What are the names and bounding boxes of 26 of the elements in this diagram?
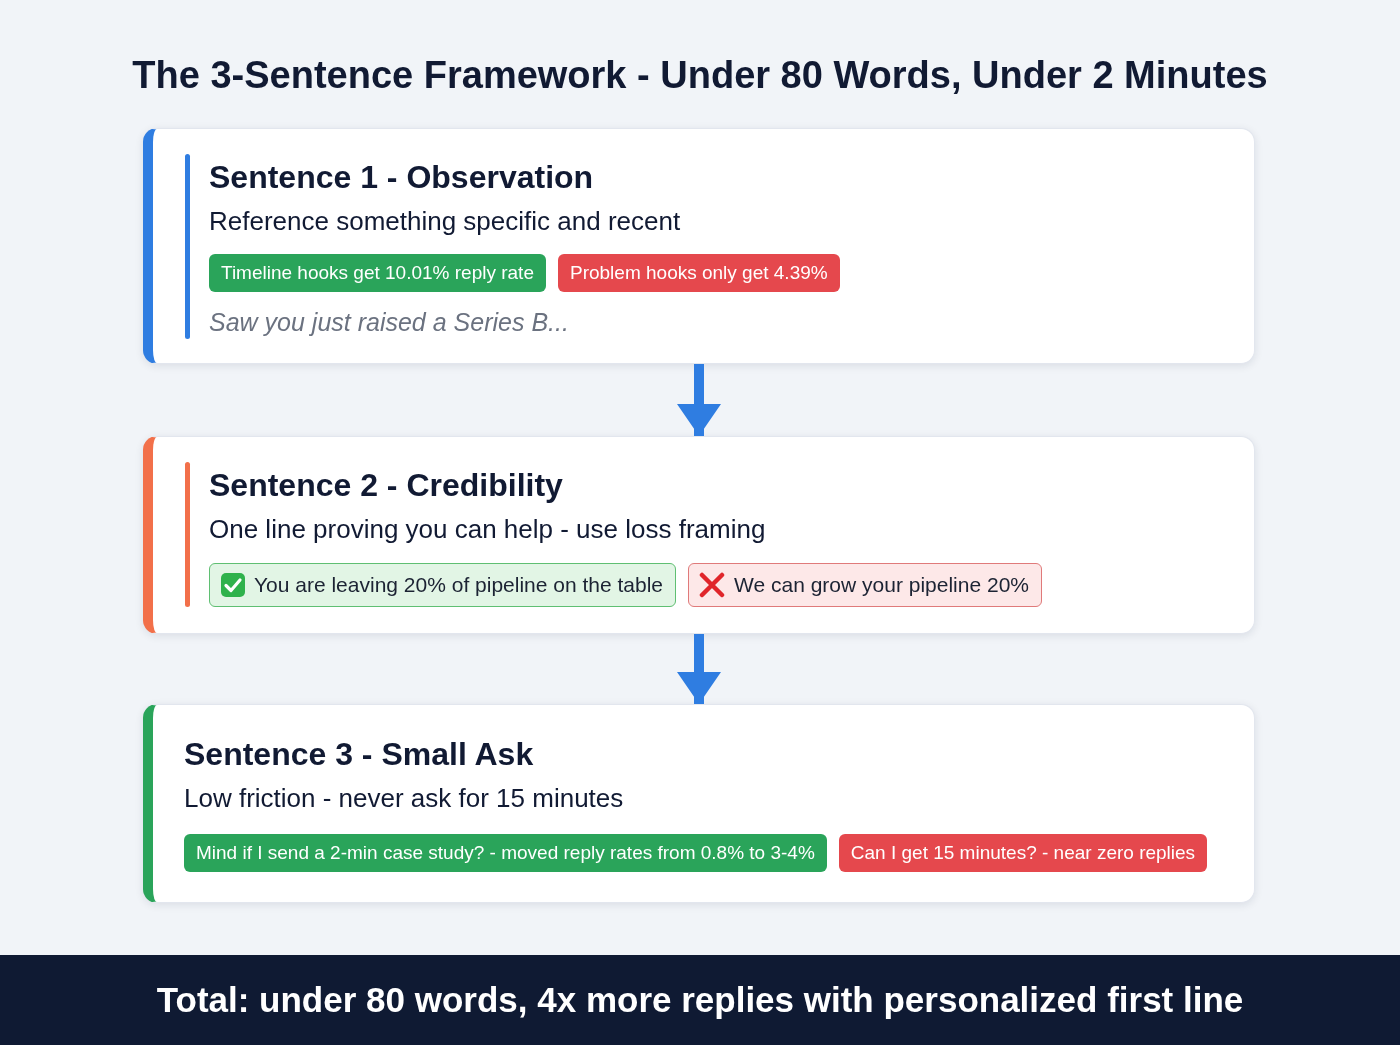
- tag-text: Can I get 15 minutes? - near zero replies: [850, 842, 1196, 864]
- bad-example-tag: [557, 254, 840, 292]
- diagram-title: The 3-Sentence Framework - Under 80 Words, Under 2 Minutes: [131, 53, 1269, 98]
- flow-arrow: [677, 364, 721, 436]
- step-card: [143, 128, 1255, 364]
- example-text: Saw you just raised a Series B...: [209, 307, 570, 338]
- step-heading: Sentence 2 - Credibility: [209, 466, 564, 505]
- step-heading: Sentence 3 - Small Ask: [184, 735, 535, 774]
- bad-example-tag: [688, 563, 1042, 607]
- step-description: Reference something specific and recent: [209, 205, 682, 238]
- tag-text: We can grow your pipeline 20%: [734, 573, 1029, 597]
- step-card: [143, 436, 1255, 634]
- step-description: One line proving you can help - use loss framing: [209, 513, 767, 546]
- good-example-tag: [209, 563, 677, 607]
- good-example-tag: [184, 834, 827, 872]
- good-example-tag: [209, 254, 546, 292]
- step-heading: Sentence 1 - Observation: [209, 158, 595, 197]
- bad-example-tag: [838, 834, 1208, 872]
- step-description: Low friction - never ask for 15 minutes: [184, 782, 625, 815]
- step-card: [143, 704, 1255, 903]
- tag-text: Timeline hooks get 10.01% reply rate: [221, 262, 534, 284]
- summary-text: Total: under 80 words, 4x more replies with personalized first line: [156, 980, 1244, 1020]
- tag-text: Mind if I send a 2-min case study? - moved reply rates from 0.8% to 3-4%: [196, 842, 815, 864]
- tag-text: Problem hooks only get 4.39%: [569, 262, 828, 284]
- tag-text: You are leaving 20% of pipeline on the table: [254, 573, 664, 597]
- flow-arrow: [677, 634, 721, 704]
